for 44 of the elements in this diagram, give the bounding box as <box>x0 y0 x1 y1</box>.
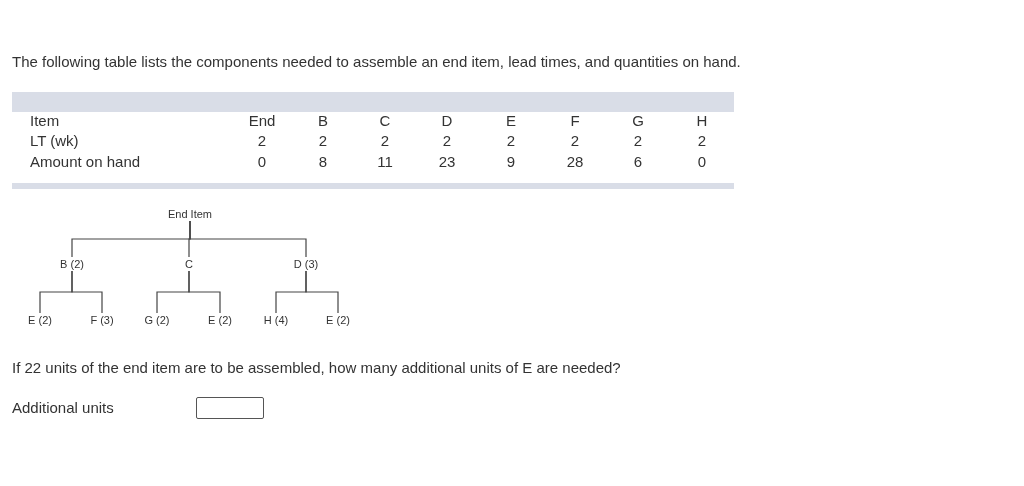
tree-node-label: End Item <box>167 207 213 221</box>
tree-node-label: C <box>184 257 194 271</box>
table-cell-text: 2 <box>569 132 581 150</box>
table-cell-text: 9 <box>505 153 517 171</box>
row-header: LT (wk) <box>30 132 79 150</box>
table-cell-text: 2 <box>632 132 644 150</box>
tree-node-label: F (3) <box>89 313 115 327</box>
table-cell-text: G <box>631 112 645 130</box>
table-cell-text: 8 <box>317 153 329 171</box>
intro-text: The following table lists the components needed to assemble an end item, lead times, and quantities on hand. <box>12 52 741 72</box>
tree-node-label: B (2) <box>59 257 85 271</box>
answer-label: Additional units <box>12 398 114 418</box>
table-cell-text: H <box>695 112 709 130</box>
table-cell-text: B <box>317 112 329 130</box>
row-header: Amount on hand <box>30 153 141 171</box>
table-cell-text: D <box>440 112 454 130</box>
table-cell-text: 2 <box>317 132 329 150</box>
table-cell-text: 0 <box>696 153 708 171</box>
table-cell-text: End <box>247 112 277 130</box>
table-cell-text: 23 <box>437 153 457 171</box>
table-cell-text: 2 <box>441 132 453 150</box>
table-cell-text: 6 <box>632 153 644 171</box>
tree-node-label: E (2) <box>325 313 351 327</box>
tree-node-label: E (2) <box>27 313 53 327</box>
table-cell-text: 28 <box>565 153 585 171</box>
row-header: Item <box>30 112 60 130</box>
table-cell-text: 2 <box>379 132 391 150</box>
table-cell-text: 2 <box>696 132 708 150</box>
tree-node-label: H (4) <box>262 313 290 327</box>
tree-connector <box>305 270 339 314</box>
tree-connector <box>188 270 221 314</box>
question-text: If 22 units of the end item are to be assembled, how many additional units of E are needed? <box>12 358 621 378</box>
tree-node-label: E (2) <box>207 313 233 327</box>
table-cell-text: E <box>505 112 517 130</box>
table-cell-text: 0 <box>256 153 268 171</box>
tree-node-label: G (2) <box>143 313 171 327</box>
table-cell-text: C <box>378 112 392 130</box>
table-cell-text: 11 <box>376 153 394 171</box>
tree-node-label: D (3) <box>292 257 320 271</box>
table-cell-text: 2 <box>505 132 517 150</box>
table-cell-text: 2 <box>256 132 268 150</box>
table-cell-text: F <box>569 112 581 130</box>
tree-connector <box>189 220 307 258</box>
tree-connector <box>71 270 103 314</box>
